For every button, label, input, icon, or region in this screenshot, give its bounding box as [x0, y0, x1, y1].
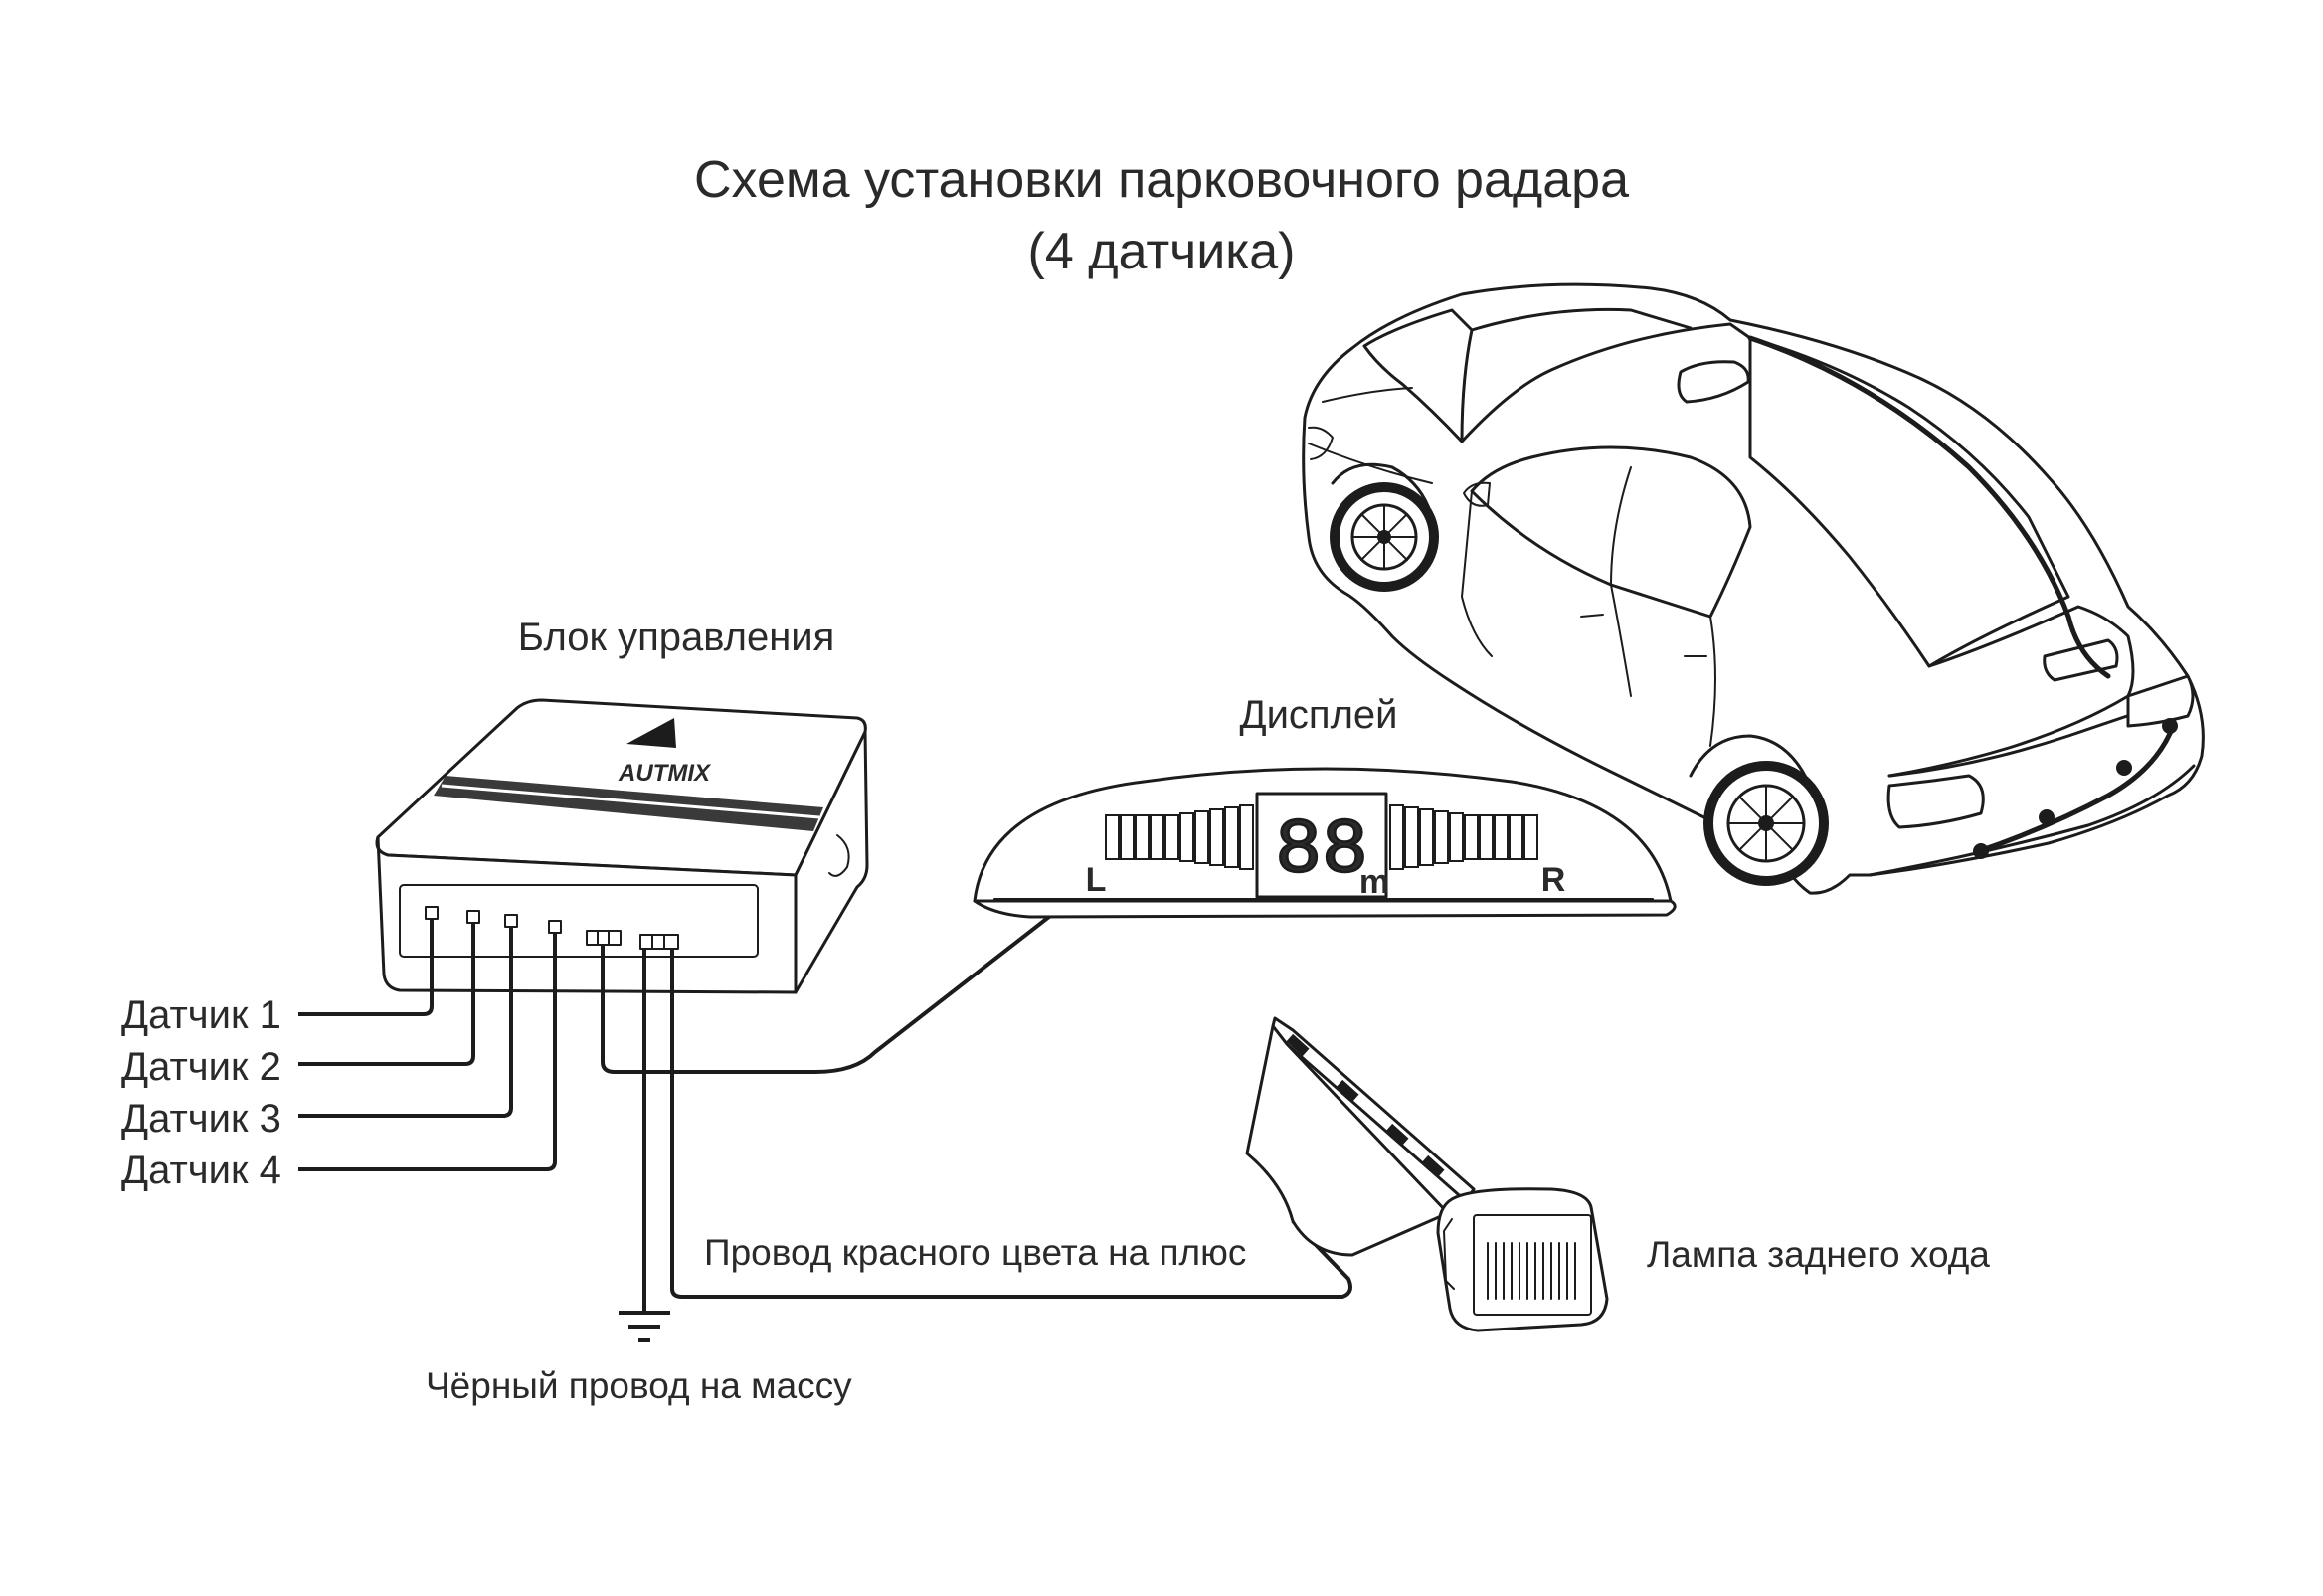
car-illustration	[1302, 282, 2205, 895]
sensor-wires	[298, 919, 557, 1171]
lamp-lens-lines	[1487, 1242, 1576, 1300]
display-digits: 88	[1275, 807, 1368, 895]
display-unit-m: m	[1359, 863, 1389, 901]
wire-sensor-3	[298, 927, 513, 1118]
sensor-2-label: Датчик 2	[121, 1045, 281, 1089]
display-left-marker: L	[1086, 861, 1107, 899]
bumper-sensor-3	[2116, 760, 2132, 776]
black-wire-label: Чёрный провод на массу	[426, 1365, 852, 1406]
port-power	[639, 934, 679, 950]
display-label: Дисплей	[1239, 693, 1397, 737]
logo-wordmark: AUTMIX	[618, 760, 712, 787]
ground-wire	[619, 949, 670, 1342]
bumper-sensor-4	[2162, 718, 2178, 734]
car-parking-sensors	[1973, 718, 2178, 859]
sensor-3-label: Датчик 3	[121, 1097, 281, 1141]
car-front-wheel	[1330, 482, 1439, 592]
wire-sensor-1	[298, 919, 434, 1016]
wire-sensor-4	[298, 933, 557, 1171]
sensor-4-label: Датчик 4	[121, 1149, 281, 1192]
bumper-sensor-2	[2039, 809, 2055, 825]
sensor-1-label: Датчик 1	[121, 993, 281, 1037]
display-digit-window	[1255, 792, 1388, 899]
wire-sensor-2	[298, 923, 475, 1066]
red-wire-label: Провод красного цвета на плюс	[704, 1232, 1246, 1273]
diagram-title: Схема установки парковочного радара	[694, 151, 1629, 209]
control-unit-stripe	[434, 776, 823, 831]
display-right-bargraph	[1389, 804, 1538, 870]
car-rear-wheel	[1703, 761, 1829, 886]
wire-red-power	[670, 949, 1352, 1299]
display-unit: 88 m L R	[973, 767, 1677, 919]
display-left-bargraph	[1105, 804, 1254, 870]
wire-display	[601, 911, 1056, 1074]
autmix-logo: AUTMIX	[618, 718, 712, 787]
diagram-subtitle: (4 датчика)	[1028, 223, 1296, 280]
control-unit: AUTMIX	[375, 698, 869, 994]
reverse-lamp	[1245, 1016, 1609, 1332]
display-right-marker: R	[1541, 861, 1566, 899]
control-unit-label: Блок управления	[518, 616, 835, 659]
bumper-sensor-1	[1973, 843, 1989, 859]
reverse-lamp-label: Лампа заднего хода	[1647, 1234, 1990, 1275]
